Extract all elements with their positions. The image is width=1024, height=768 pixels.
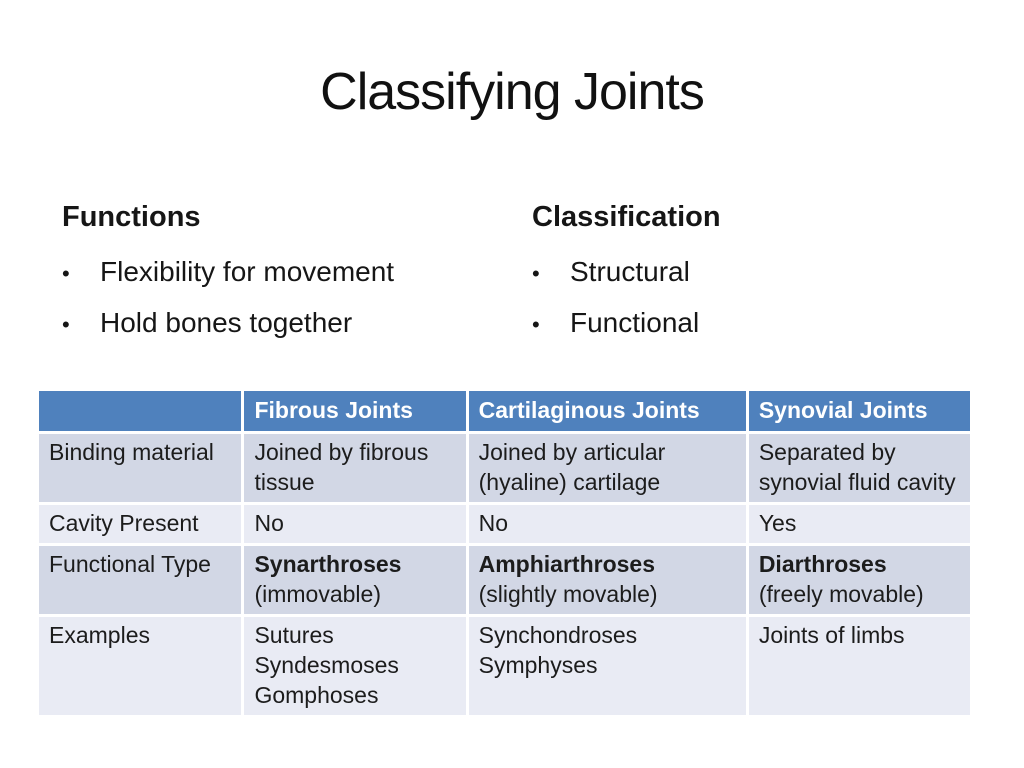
table-row: Cavity Present No No Yes <box>35 502 974 546</box>
bullet-text: Functional <box>570 307 700 338</box>
column-header: Synovial Joints <box>745 388 974 434</box>
row-label: Binding material <box>35 431 245 505</box>
bullet-text: Structural <box>570 256 690 287</box>
cell-line: (immovable) <box>254 581 381 607</box>
column-header: Cartilaginous Joints <box>465 388 749 434</box>
column-header: Fibrous Joints <box>241 388 469 434</box>
table-cell: Joints of limbs <box>745 614 974 718</box>
cell-line: (slightly movable) <box>478 581 658 607</box>
classification-panel: Classification • Structural • Functional <box>532 200 972 357</box>
table-cell: No <box>241 502 469 546</box>
cell-line: Sutures <box>254 622 334 648</box>
cell-line: Separated by synovial fluid cavity <box>758 439 956 495</box>
bullet-icon: • <box>532 261 540 286</box>
cell-line: (freely movable) <box>758 581 924 607</box>
functions-heading: Functions <box>62 201 201 233</box>
row-label: Functional Type <box>35 543 245 617</box>
cell-line: Symphyses <box>478 652 598 678</box>
cell-line: Syndesmoses <box>254 652 399 678</box>
table-cell: Joined by fibrous tissue <box>241 431 469 505</box>
table-row: Functional Type Synarthroses (immovable) Am… <box>35 543 974 617</box>
bullet-icon: • <box>532 312 540 337</box>
table-cell: No <box>465 502 749 546</box>
cell-line: Amphiarthroses <box>478 551 655 577</box>
table-cell: Synarthroses (immovable) <box>241 543 469 617</box>
table-cell: Amphiarthroses (slightly movable) <box>465 543 749 617</box>
bullet-item: • Functional <box>532 306 972 341</box>
bullet-item: • Hold bones together <box>62 306 502 341</box>
bullet-text: Flexibility for movement <box>100 256 395 287</box>
bullet-text: Hold bones together <box>100 307 353 338</box>
bullet-icon: • <box>62 312 70 337</box>
table-cell: Joined by articular (hyaline) cartilage <box>465 431 749 505</box>
row-label: Cavity Present <box>35 502 245 546</box>
classification-bullet-list: • Structural • Functional <box>532 255 972 341</box>
cell-line: Gomphoses <box>254 682 379 708</box>
bullet-icon: • <box>62 261 70 286</box>
functions-panel: Functions • Flexibility for movement • Hold… <box>62 200 502 357</box>
cell-line: Joints of limbs <box>758 622 905 648</box>
bullet-item: • Structural <box>532 255 972 290</box>
table-cell: Separated by synovial fluid cavity <box>745 431 974 505</box>
functions-bullet-list: • Flexibility for movement • Hold bones tog… <box>62 255 502 341</box>
cell-line: No <box>254 510 284 536</box>
table-cell: Yes <box>745 502 974 546</box>
bullet-item: • Flexibility for movement <box>62 255 502 290</box>
cell-line: Synarthroses <box>254 551 402 577</box>
row-label: Examples <box>35 614 245 718</box>
cell-line: Diarthroses <box>758 551 887 577</box>
classification-heading: Classification <box>532 201 721 233</box>
cell-line: Joined by articular (hyaline) cartilage <box>478 439 666 495</box>
cell-line: Joined by fibrous tissue <box>254 439 429 495</box>
table-cell: Diarthroses (freely movable) <box>745 543 974 617</box>
column-header <box>35 388 245 434</box>
cell-line: No <box>478 510 509 536</box>
cell-line: Yes <box>758 510 797 536</box>
cell-line: Synchondroses <box>478 622 638 648</box>
page-title: Classifying Joints <box>320 63 705 121</box>
